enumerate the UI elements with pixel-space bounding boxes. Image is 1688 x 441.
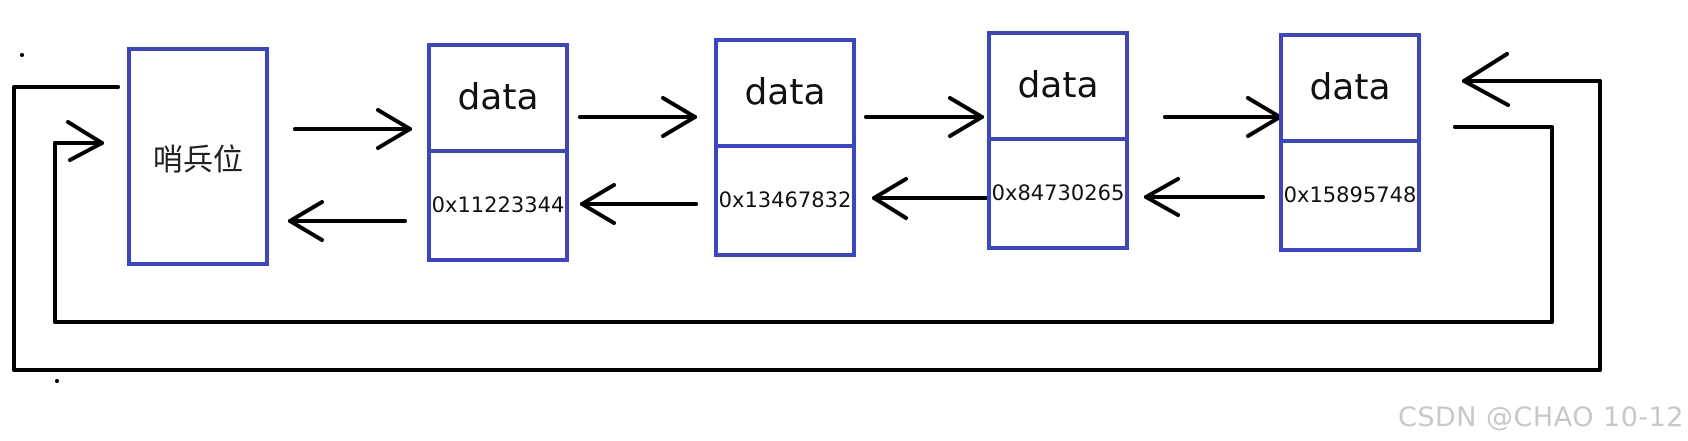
prev-arrow-node2-to-node1 [580, 183, 698, 225]
stray-dot [20, 53, 24, 57]
prev-arrow-node4-to-node3 [1144, 177, 1265, 217]
list-node: data 0x13467832 [714, 38, 856, 257]
next-arrow-node1-to-node2 [578, 96, 697, 138]
list-node: data 0x84730265 [987, 31, 1129, 250]
prev-arrow-node1-to-sentinel [288, 200, 407, 242]
stray-dot [55, 379, 59, 383]
watermark: CSDN @CHAO 10-12 [1397, 402, 1684, 433]
node-address: 0x84730265 [991, 181, 1125, 206]
node-data-label: data [718, 42, 852, 148]
node-address: 0x13467832 [718, 188, 852, 213]
tail-next-to-sentinel-loop [53, 120, 1554, 324]
node-data-label: data [431, 47, 565, 153]
sentinel-label: 哨兵位 [153, 142, 243, 178]
sentinel-prev-to-tail-loop [12, 52, 1602, 372]
prev-arrow-node3-to-node2 [872, 177, 992, 220]
next-arrow-node3-to-node4 [1163, 96, 1282, 138]
node-address: 0x15895748 [1283, 183, 1417, 208]
sentinel-node: 哨兵位 [127, 47, 269, 266]
list-node: data 0x11223344 [427, 43, 569, 262]
node-address: 0x11223344 [431, 193, 565, 218]
node-data-label: data [991, 35, 1125, 141]
node-data-label: data [1283, 37, 1417, 143]
next-arrow-node2-to-node3 [864, 96, 984, 138]
next-arrow-sentinel-to-node1 [293, 108, 412, 150]
list-node: data 0x15895748 [1279, 33, 1421, 252]
